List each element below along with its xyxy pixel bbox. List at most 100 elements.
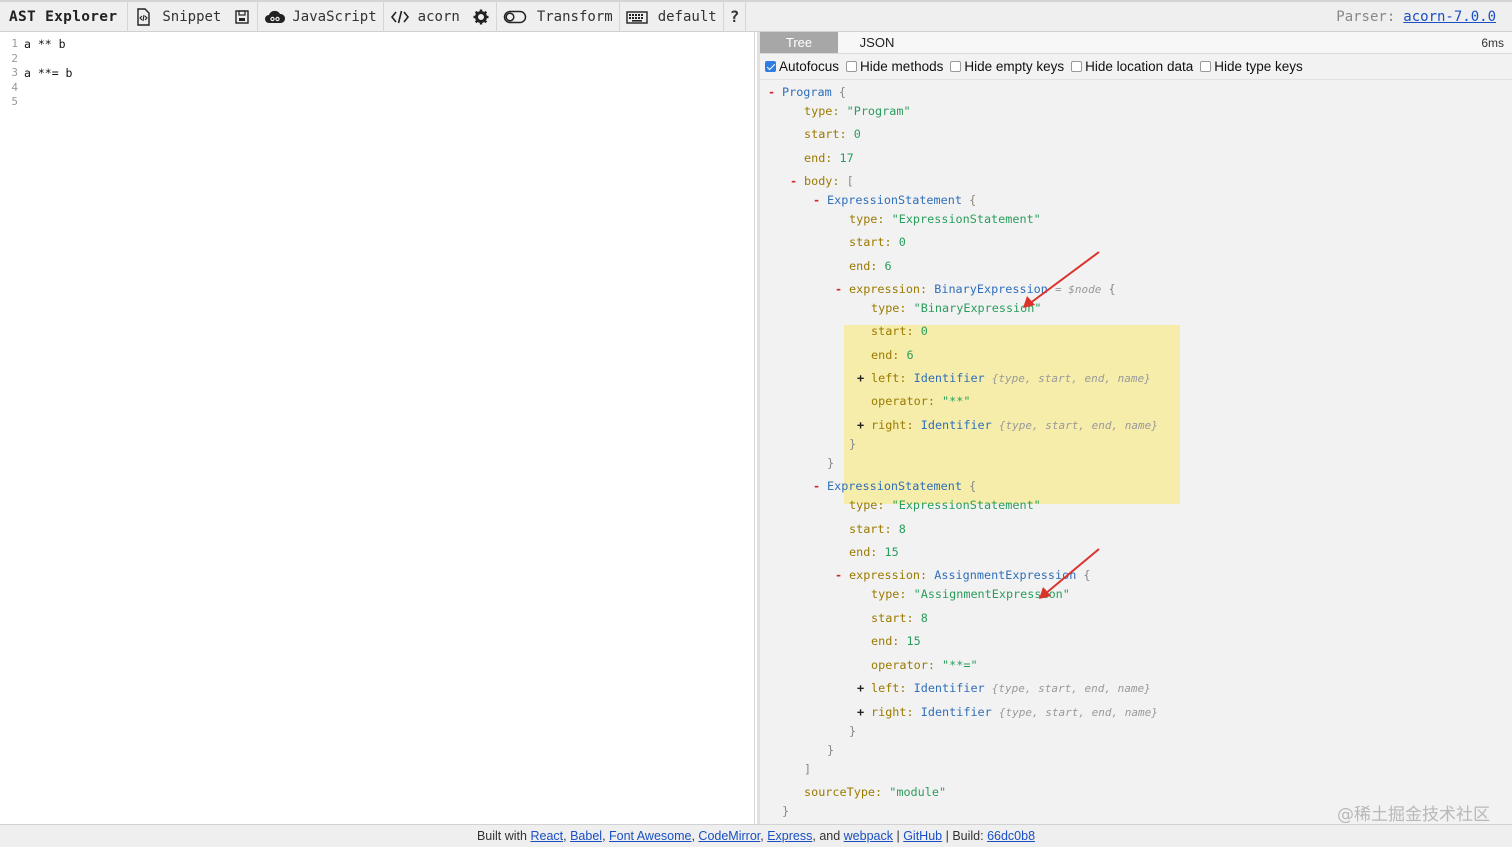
tree-property: start: 8 (849, 522, 906, 536)
keymap-label: default (657, 8, 717, 25)
tree-node-expression-statement[interactable]: -ExpressionStatement { (813, 479, 977, 493)
line-number: 3 (11, 66, 18, 79)
tree-node-binary-expression[interactable]: -expression: BinaryExpression = $node { (835, 282, 1116, 296)
code-icon (390, 8, 409, 26)
annotation-arrow (1023, 251, 1100, 308)
tree-property: end: 15 (871, 634, 921, 648)
hide-methods-checkbox[interactable] (846, 61, 858, 72)
code-text[interactable]: a **= b (24, 66, 73, 80)
code-text[interactable]: a ** b (24, 37, 66, 51)
option-hide-methods[interactable]: Hide methods (846, 59, 943, 74)
annotation-arrow (1039, 548, 1100, 599)
collapse-toggle[interactable]: - (768, 85, 776, 99)
hide-empty-keys-checkbox[interactable] (950, 61, 962, 72)
keyboard-icon (625, 8, 648, 26)
parser-version-link[interactable]: acorn-7.0.0 (1403, 8, 1496, 25)
selected-node-highlight (844, 325, 1180, 504)
tree-property: type: "ExpressionStatement" (849, 498, 1041, 512)
hide-location-data-checkbox[interactable] (1071, 61, 1083, 72)
tree-property: end: 6 (849, 259, 892, 273)
app-title: AST Explorer (9, 8, 118, 25)
collapse-toggle[interactable]: - (835, 282, 843, 296)
tab-json[interactable]: JSON (859, 35, 895, 50)
ast-tree: -Program { type: "Program" start: 0 end:… (760, 80, 1512, 824)
footer-link-express[interactable]: Express (767, 829, 813, 843)
tree-node-expression-statement[interactable]: -ExpressionStatement { (813, 193, 977, 207)
tree-property: start: 0 (849, 235, 906, 249)
autofocus-checkbox[interactable] (765, 61, 776, 72)
code-line: 3 a **= b (0, 66, 754, 81)
footer-link-react[interactable]: React (530, 829, 564, 843)
transform-toggle[interactable]: Transform (497, 2, 619, 31)
toolbar: AST Explorer Snippet JavaScript acorn (0, 0, 1512, 32)
expand-toggle[interactable]: + (857, 705, 865, 719)
cloud-icon (264, 8, 286, 26)
line-number: 2 (11, 51, 18, 65)
tree-property: end: 6 (871, 348, 914, 362)
parser-info: Parser: acorn-7.0.0 (1336, 9, 1512, 25)
option-hide-location-data[interactable]: Hide location data (1071, 59, 1193, 74)
tree-property: start: 8 (871, 611, 928, 625)
node-hint: = $node (1055, 283, 1102, 296)
snippet-label: Snippet (162, 8, 222, 25)
expand-toggle[interactable]: + (857, 371, 865, 385)
tree-node-right[interactable]: +right: Identifier {type, start, end, na… (857, 418, 1158, 432)
parser-info-label: Parser: (1336, 8, 1396, 25)
language-select[interactable]: JavaScript (258, 2, 382, 31)
footer-link-codemirror[interactable]: CodeMirror (698, 829, 761, 843)
help-button[interactable]: ? (724, 2, 746, 31)
code-line: 2 (0, 52, 754, 67)
expand-toggle[interactable]: + (857, 418, 865, 432)
parser-label: acorn (417, 8, 460, 25)
collapse-toggle[interactable]: - (813, 193, 821, 207)
parser-settings-button[interactable] (466, 2, 496, 31)
parse-time: 6ms (1481, 36, 1504, 50)
option-autofocus[interactable]: Autofocus (765, 59, 839, 74)
keymap-select[interactable]: default (620, 2, 723, 31)
footer-link-build[interactable]: 66dc0b8 (987, 829, 1036, 843)
parser-select[interactable]: acorn (384, 2, 466, 31)
collapse-toggle[interactable]: - (790, 174, 798, 188)
tree-node-left[interactable]: +left: Identifier {type, start, end, nam… (857, 681, 1151, 695)
tab-tree[interactable]: Tree (760, 32, 838, 53)
collapse-toggle[interactable]: - (813, 479, 821, 493)
gear-icon (472, 8, 490, 26)
code-line: 5 (0, 95, 754, 110)
tree-node-assignment-expression[interactable]: -expression: AssignmentExpression { (835, 568, 1091, 582)
tree-node-left[interactable]: +left: Identifier {type, start, end, nam… (857, 371, 1151, 385)
line-number: 1 (11, 37, 18, 50)
help-icon: ? (729, 7, 740, 26)
tree-options: Autofocus Hide methods Hide empty keys H… (760, 54, 1512, 80)
snippet-icon (134, 7, 152, 26)
option-hide-empty-keys[interactable]: Hide empty keys (950, 59, 1064, 74)
tree-property: type: "BinaryExpression" (871, 301, 1042, 315)
footer-link-github[interactable]: GitHub (903, 829, 943, 843)
tree-node-program[interactable]: -Program { (768, 85, 846, 99)
output-panel: Tree JSON 6ms Autofocus Hide methods Hid… (757, 32, 1512, 824)
transform-label: Transform (536, 8, 613, 25)
tree-property: start: 0 (871, 324, 928, 338)
footer-link-webpack[interactable]: webpack (843, 829, 893, 843)
tree-node-right[interactable]: +right: Identifier {type, start, end, na… (857, 705, 1158, 719)
watermark: @稀土掘金技术社区 (1337, 805, 1490, 825)
code-editor[interactable]: 1 a ** b 2 3 a **= b 4 5 (0, 32, 755, 824)
output-tabs: Tree JSON 6ms (760, 32, 1512, 54)
tree-property: operator: "**=" (871, 658, 978, 672)
tree-property: operator: "**" (871, 394, 971, 408)
code-line: 4 (0, 81, 754, 96)
collapse-toggle[interactable]: - (835, 568, 843, 582)
line-number: 5 (11, 95, 18, 108)
tree-property: type: "Program" (804, 104, 911, 118)
tree-property: sourceType: "module" (804, 785, 947, 799)
tree-property: type: "ExpressionStatement" (849, 212, 1041, 226)
footer: Built with React, Babel, Font Awesome, C… (0, 824, 1512, 847)
expand-toggle[interactable]: + (857, 681, 865, 695)
hide-type-keys-checkbox[interactable] (1200, 61, 1212, 72)
save-button[interactable] (227, 2, 257, 31)
footer-link-babel[interactable]: Babel (570, 829, 603, 843)
footer-link-font-awesome[interactable]: Font Awesome (609, 829, 692, 843)
option-hide-type-keys[interactable]: Hide type keys (1200, 59, 1303, 74)
tree-node-body[interactable]: -body: [ (790, 174, 854, 188)
snippet-button[interactable]: Snippet (128, 2, 227, 31)
tree-property: end: 15 (849, 545, 899, 559)
